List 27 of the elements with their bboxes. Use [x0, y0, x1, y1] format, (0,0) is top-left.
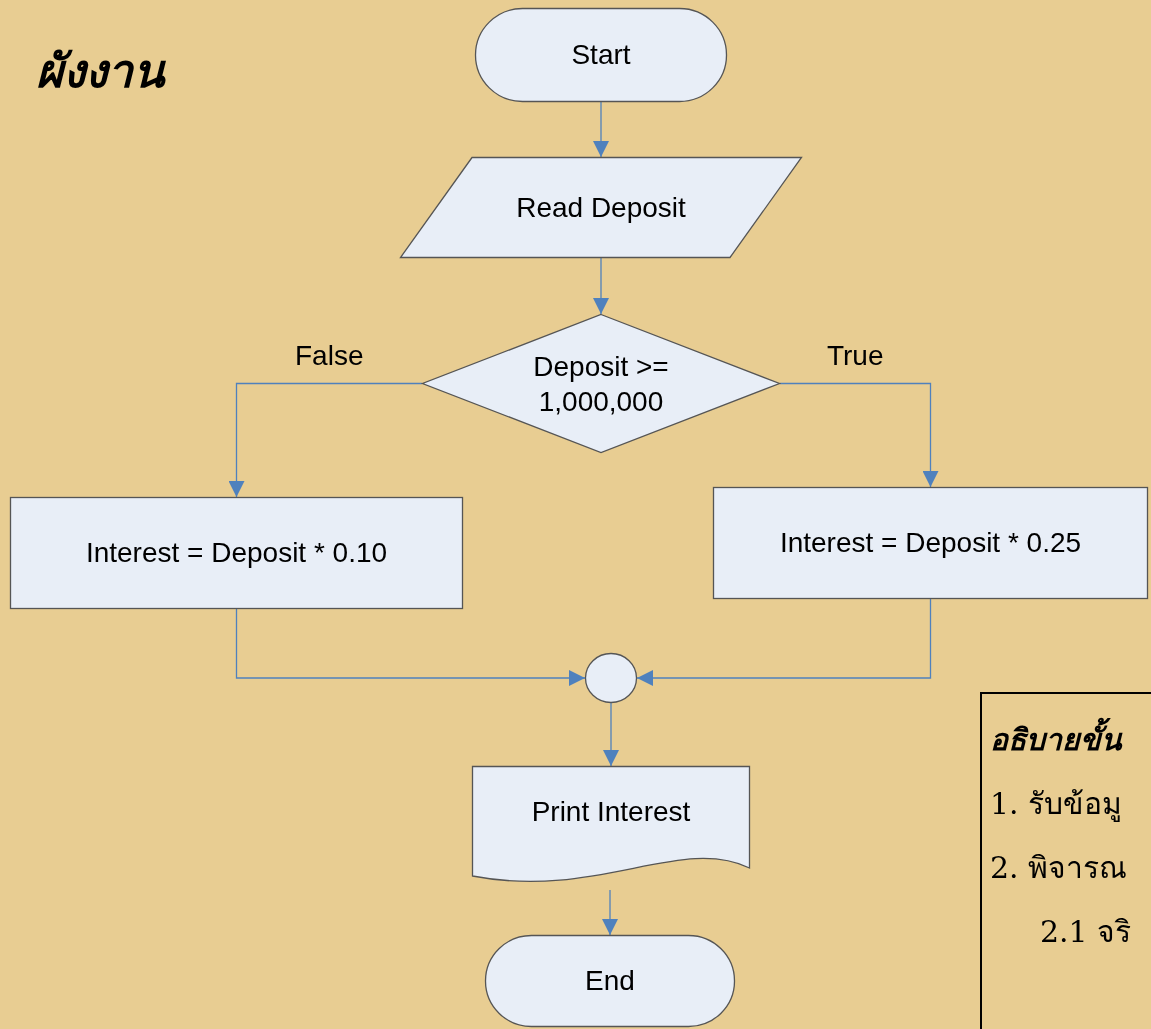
arrow: [593, 101, 609, 158]
arrow: [593, 257, 609, 315]
node-text: Interest = Deposit * 0.25: [779, 527, 1082, 559]
note-box: [980, 692, 1151, 1029]
arrow: [636, 598, 932, 686]
node-text: Start: [571, 39, 631, 71]
edge-label: False: [295, 341, 364, 370]
edge-label: True: [827, 341, 884, 370]
process-box: [713, 487, 1148, 599]
node-text: Interest = Deposit * 0.10: [85, 537, 388, 569]
node-text: Print Interest: [531, 796, 691, 828]
note-line: 2.1 จริ: [1040, 913, 1132, 951]
arrow: [602, 889, 618, 936]
node-text: Read Deposit: [516, 191, 686, 224]
node-text: End: [585, 965, 635, 997]
note-line: 1. รับข้อมู: [990, 785, 1123, 823]
node-text: Deposit >= 1,000,000: [532, 349, 670, 419]
input-parallelogram: [400, 157, 802, 258]
arrow: [228, 382, 423, 498]
process-box: [10, 497, 463, 609]
decision-diamond: [422, 314, 780, 453]
connector-circle: [585, 653, 637, 703]
arrow: [603, 702, 619, 767]
title: ผังงาน: [36, 44, 164, 100]
arrow: [779, 382, 939, 488]
arrow: [235, 608, 586, 686]
note-line: 2. พิจารณ: [990, 849, 1128, 887]
